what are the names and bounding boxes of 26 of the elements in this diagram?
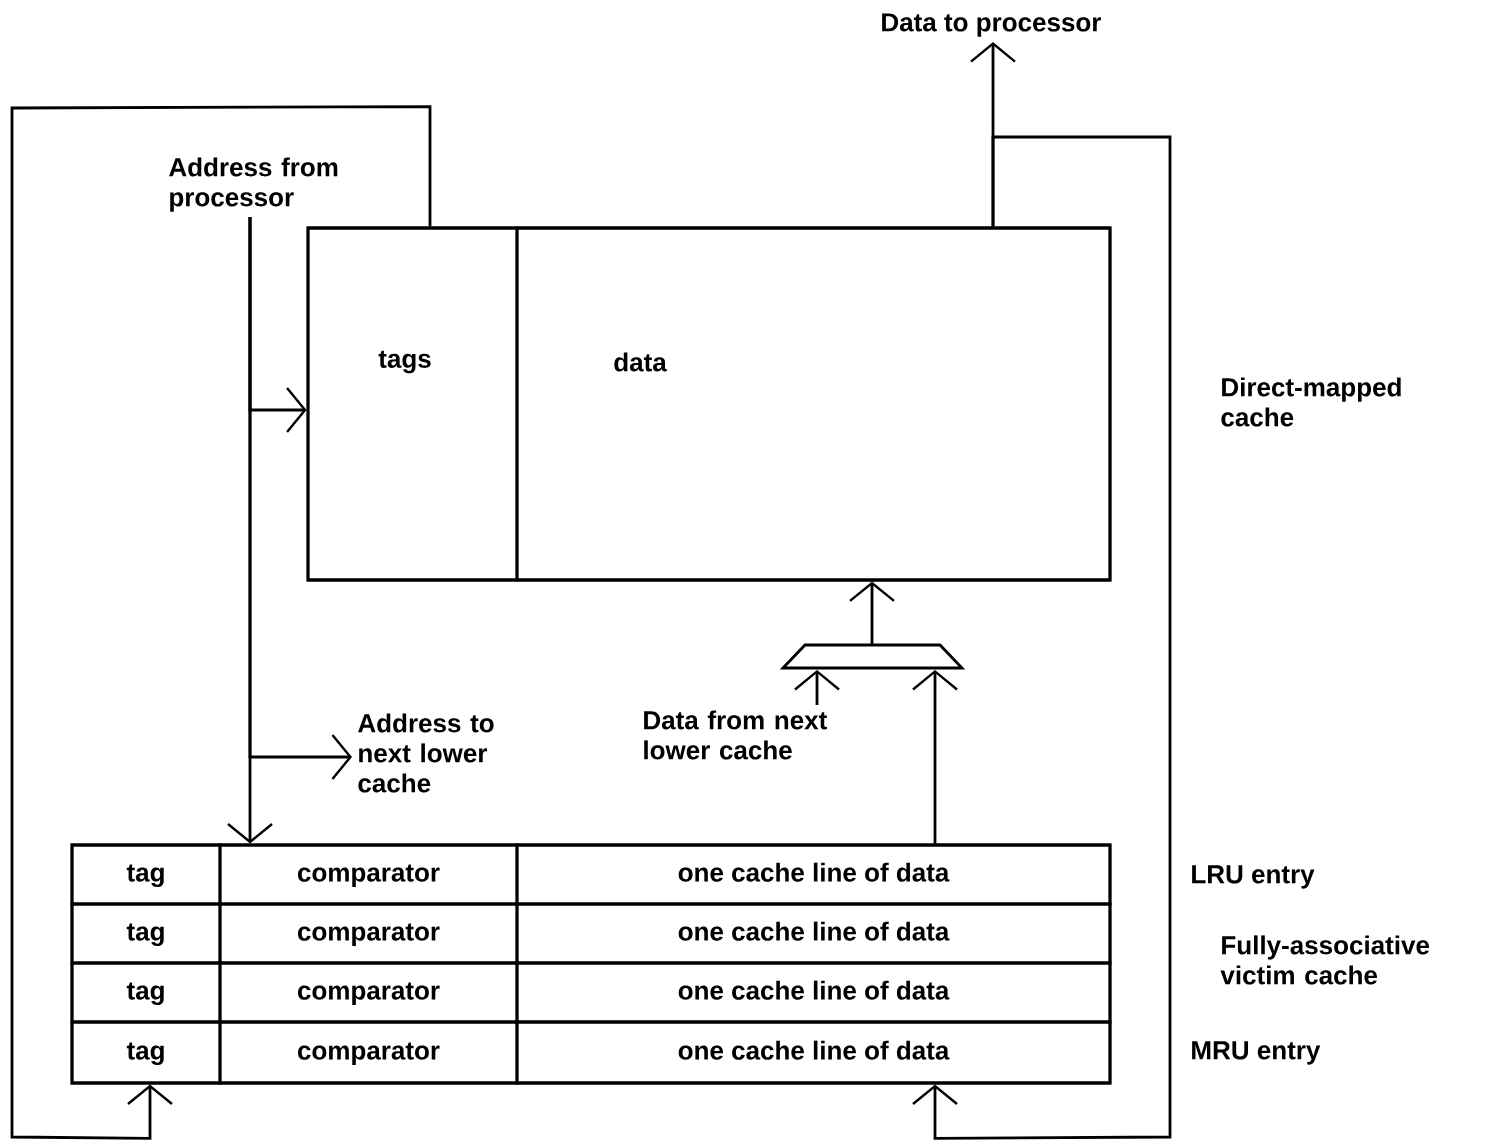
table-cell: comparator (218, 1020, 519, 1085)
table-cell: one cache line of data (515, 961, 1112, 1024)
arrow (912, 669, 958, 844)
table-cell: comparator (218, 843, 519, 906)
signal-label: Address to next lower cache (358, 713, 494, 793)
table-cell: tag (70, 902, 222, 965)
table-cell: one cache line of data (515, 902, 1112, 965)
tag-array-cell: tags (306, 226, 519, 582)
arrow (248, 217, 352, 780)
table-cell: one cache line of data (515, 1020, 1112, 1085)
node-label: Fully-associative victim cache (1220, 935, 1430, 985)
table-cell: tag (70, 1020, 222, 1085)
arrow (912, 135, 1172, 1140)
row-label: MRU entry (1192, 1041, 1321, 1065)
signal-label: Data to processor (882, 13, 1102, 37)
data-array-cell: data (515, 226, 1112, 582)
node-label: Direct-mapped cache (1221, 377, 1401, 427)
table-cell: tag (70, 843, 222, 906)
table-cell: comparator (218, 961, 519, 1024)
table-cell: tag (70, 961, 222, 1024)
row-label: LRU entry (1192, 865, 1315, 889)
table-cell: one cache line of data (515, 843, 1112, 906)
signal-label: Data from next lower cache (644, 710, 827, 760)
arrow (10, 105, 432, 1140)
table-cell: comparator (218, 902, 519, 965)
signal-label: Address from processor (169, 157, 338, 212)
